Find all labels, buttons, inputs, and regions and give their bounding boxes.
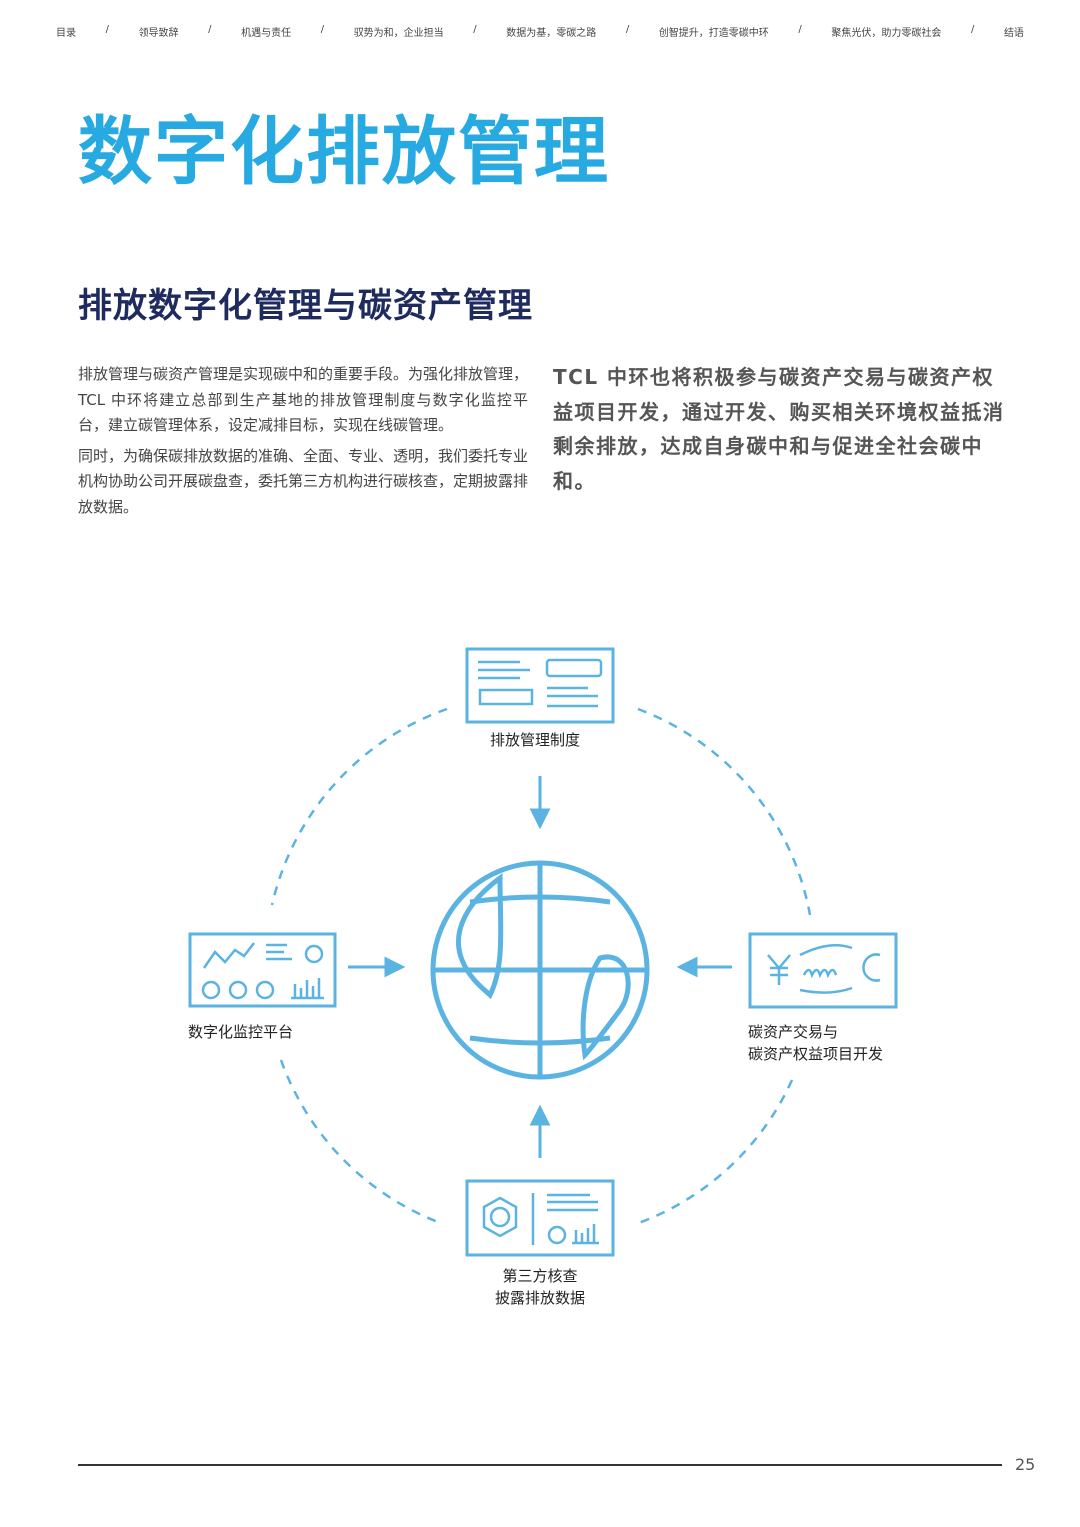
nav-item[interactable]: 数据为基，零碳之路 [506, 28, 597, 39]
highlight-paragraph: TCL 中环也将积极参与碳资产交易与碳资产权益项目开发，通过开发、购买相关环境权… [553, 365, 1005, 493]
nav-separator: / [970, 24, 975, 35]
page-title: 数字化排放管理 [78, 109, 610, 195]
nav-separator: / [473, 24, 477, 35]
emission-management-diagram: 排放管理制度 数字化监控平台 碳资产交易与 碳资产权益项目开发 第三方核查 披露… [0, 600, 1080, 1360]
nav-item[interactable]: 领导致辞 [138, 28, 179, 39]
dashed-cycle-ring [270, 707, 812, 1226]
nav-item[interactable]: 驭势为和，企业担当 [353, 28, 444, 39]
left-column: 排放管理与碳资产管理是实现碳中和的重要手段。为强化排放管理，TCL 中环将建立总… [78, 362, 528, 525]
label-digital-monitoring: 数字化监控平台 [188, 1023, 294, 1041]
nav-separator: / [798, 24, 802, 35]
nav-item[interactable]: 结语 [1003, 28, 1024, 39]
paragraph: 同时，为确保碳排放数据的准确、全面、专业、透明，我们委托专业机构协助公司开展碳盘… [78, 446, 529, 516]
label-line: 披露排放数据 [494, 1289, 585, 1307]
nav-item[interactable]: 创智提升，打造零碳中环 [658, 28, 769, 39]
section-heading: 排放数字化管理与碳资产管理 [78, 286, 533, 326]
label-line: 第三方核查 [502, 1267, 578, 1285]
paragraph: 排放管理与碳资产管理是实现碳中和的重要手段。为强化排放管理，TCL 中环将建立总… [78, 365, 529, 434]
arrow-down-icon [529, 776, 551, 830]
page-number: 25 [1015, 1455, 1036, 1474]
footer-divider [78, 1464, 1002, 1466]
nav-item[interactable]: 目录 [56, 28, 76, 39]
arrow-up-icon [529, 1104, 551, 1158]
label-line: 碳资产权益项目开发 [748, 1045, 884, 1063]
breadcrumb-nav: 目录 / 领导致辞 / 机遇与责任 / 驭势为和，企业担当 / 数据为基，零碳之… [56, 24, 1024, 39]
nav-item[interactable]: 聚焦光伏，助力零碳社会 [831, 28, 942, 39]
nav-separator: / [625, 24, 630, 35]
verification-data-icon [465, 1179, 615, 1257]
label-emission-policy: 排放管理制度 [490, 731, 581, 749]
label-third-party-verification: 第三方核查 披露排放数据 [490, 1265, 590, 1309]
nav-item[interactable]: 机遇与责任 [241, 28, 292, 39]
nav-separator: / [105, 24, 109, 35]
arrow-left-icon [676, 956, 732, 978]
nav-separator: / [208, 24, 212, 35]
globe-icon [430, 860, 650, 1080]
arrow-right-icon [348, 956, 406, 978]
policy-document-icon [465, 647, 615, 724]
nav-separator: / [320, 24, 325, 35]
monitoring-dashboard-icon [188, 932, 337, 1008]
label-line: 碳资产交易与 [748, 1023, 839, 1041]
carbon-trading-icon [748, 932, 898, 1009]
label-carbon-asset: 碳资产交易与 碳资产权益项目开发 [748, 1021, 883, 1065]
